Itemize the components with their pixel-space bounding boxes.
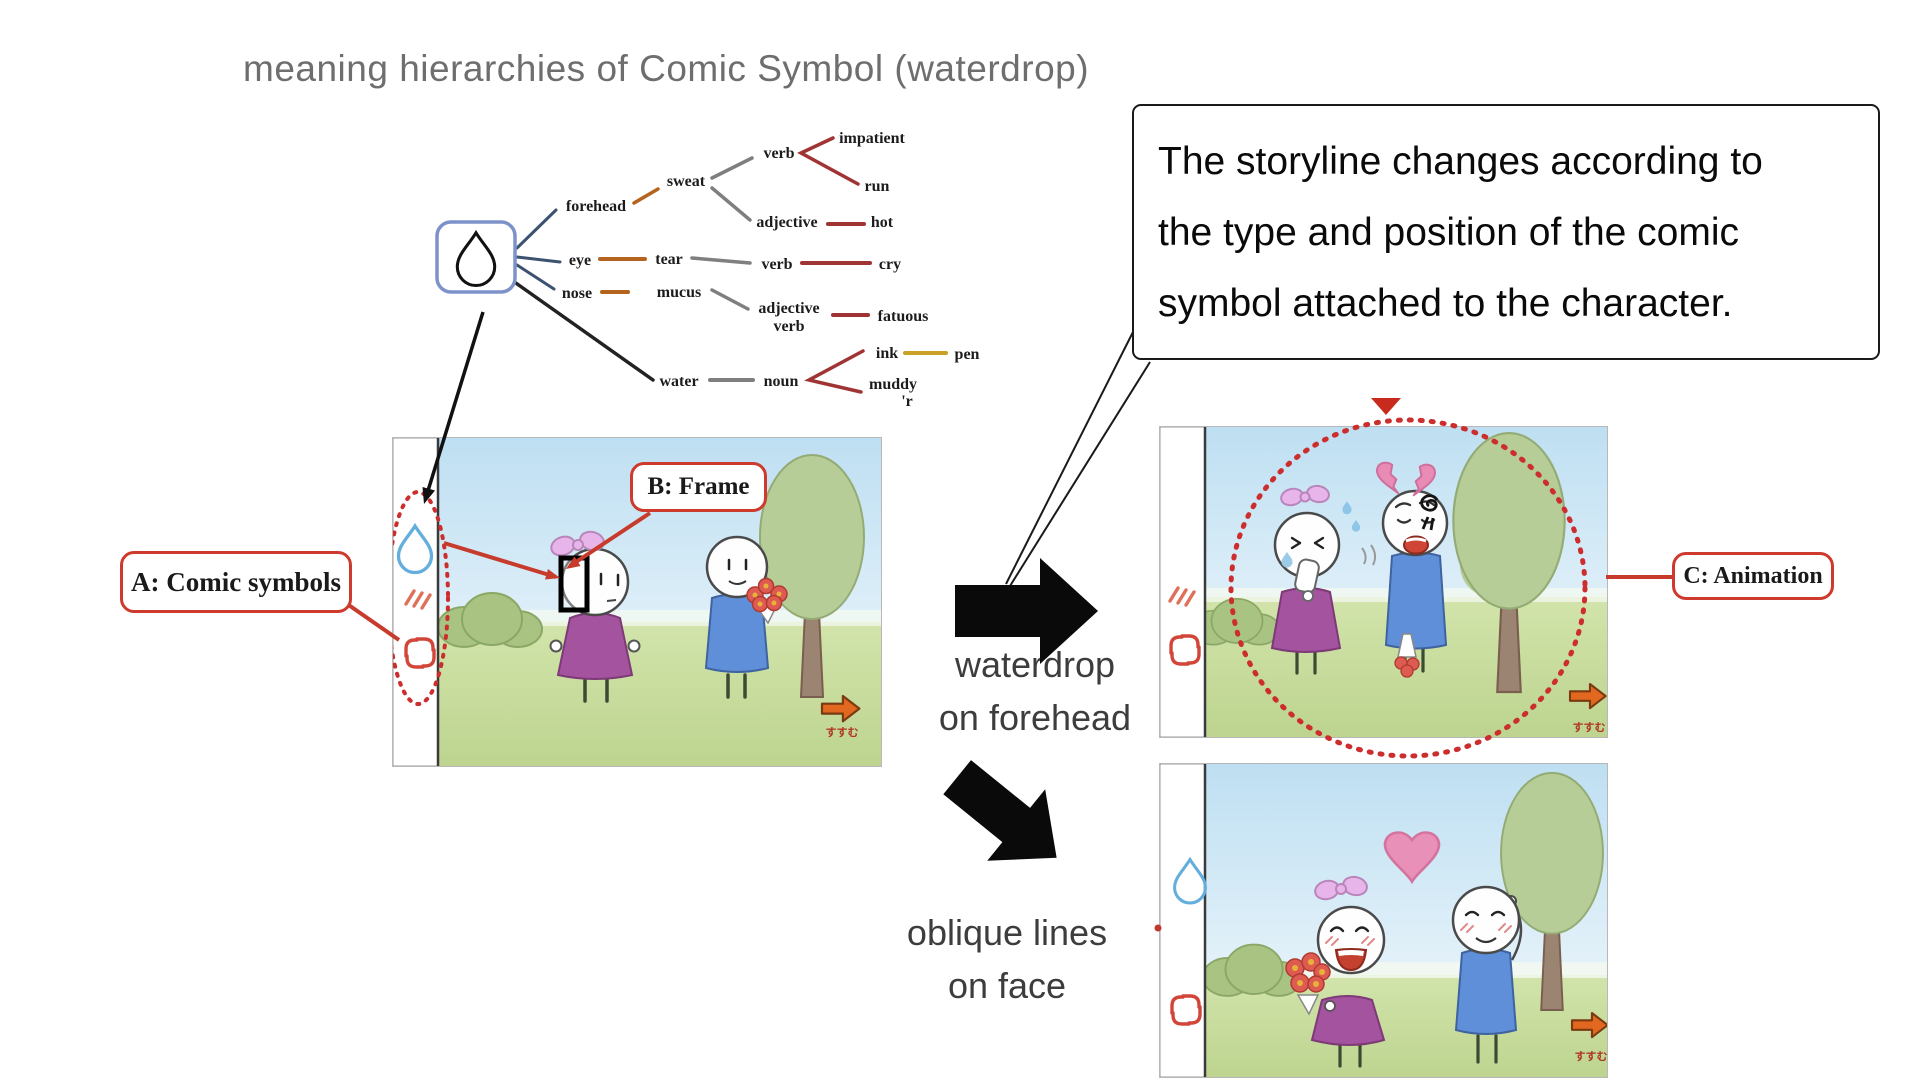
- bubble-text-line: symbol attached to the character.: [1158, 282, 1733, 325]
- bubble-text-line: The storyline changes according to: [1158, 140, 1763, 183]
- flower-bouquet: [746, 577, 788, 625]
- caption-waterdrop-on-forehead: waterdrop on forehead: [880, 638, 1190, 744]
- tree-node-verb-2: verb: [761, 256, 792, 273]
- caption-line: waterdrop: [954, 644, 1116, 685]
- speech-bubble: The storyline changes according to the t…: [1132, 104, 1880, 360]
- label-frame: B: Frame: [630, 462, 767, 512]
- forehead-frame-box: [558, 555, 590, 613]
- tree-node-muddy-cut: 'r: [901, 393, 913, 410]
- next-button[interactable]: すすむ: [820, 694, 861, 739]
- tree-node-impatient: impatient: [839, 130, 905, 147]
- tree-node-sweat: sweat: [667, 173, 706, 190]
- next-button-label: すすむ: [826, 726, 859, 739]
- tree-node-ink: ink: [876, 345, 898, 362]
- tree-root-node: [435, 220, 517, 294]
- blush-oblique-lines: [1460, 923, 1512, 933]
- next-button-label: すすむ: [1573, 721, 1606, 734]
- tree-node-verb-1: verb: [763, 145, 794, 162]
- boy-character-happy: [1451, 885, 1523, 1064]
- tree-node-adjective-1: adjective: [756, 214, 817, 231]
- caption-line: oblique lines: [906, 912, 1108, 953]
- page-title: meaning hierarchies of Comic Symbol (wat…: [243, 48, 1090, 89]
- tree-node-forehead: forehead: [566, 198, 626, 215]
- flower-bouquet: [1285, 952, 1336, 1016]
- scene-d-happy: すすむ: [1159, 763, 1608, 1078]
- comic-symbols-dotted-ellipse: [392, 490, 450, 706]
- tree-node-hot: hot: [871, 214, 894, 231]
- label-animation: C: Animation: [1672, 552, 1834, 600]
- tree-node-run: run: [865, 178, 890, 195]
- girl-character-laughing: [1285, 875, 1386, 1068]
- symbol-strip: [1159, 763, 1207, 1078]
- tree-node-water: water: [659, 373, 698, 390]
- scene-c-crying: すすむ: [1159, 426, 1608, 738]
- bubble-text-line: the type and position of the comic: [1158, 211, 1740, 254]
- tree-node-nose: nose: [562, 285, 592, 302]
- tree-branches: [511, 136, 948, 394]
- tree-node-labels: forehead sweat verb impatient run adject…: [562, 130, 980, 410]
- big-diagonal-arrow: [943, 760, 1057, 861]
- tree-node-cry: cry: [879, 256, 901, 273]
- tree-node-mucus: mucus: [657, 284, 701, 301]
- bubble-tail: [1005, 329, 1151, 587]
- meaning-hierarchy-tree: forehead sweat verb impatient run adject…: [435, 130, 980, 410]
- blush-oblique-lines: [1325, 936, 1375, 946]
- red-pointer-triangle: [1371, 398, 1401, 415]
- tree-node-pen: pen: [955, 346, 980, 363]
- tree-node-fatuous: fatuous: [878, 308, 929, 325]
- hair-bow: [1314, 875, 1368, 901]
- next-button[interactable]: すすむ: [1570, 1011, 1608, 1063]
- happy-closed-eyes: [1464, 910, 1506, 917]
- tree-node-adjective-2: adjective: [758, 300, 819, 317]
- caption-oblique-lines-on-face: oblique lines on face: [852, 906, 1162, 1012]
- tree-node-muddy: muddy: [869, 376, 917, 393]
- tree-node-noun: noun: [764, 373, 799, 390]
- boy-character: [704, 535, 788, 699]
- caption-line: on face: [947, 965, 1067, 1006]
- oblique-lines-icon: [404, 589, 432, 610]
- happy-closed-eyes: [1329, 926, 1370, 933]
- next-button-label: すすむ: [1575, 1050, 1608, 1063]
- scene-a-original: すすむ: [392, 437, 882, 767]
- tree-node-verb-3: verb: [773, 318, 804, 335]
- symbol-strip: [1159, 426, 1207, 738]
- label-comic-symbols: A: Comic symbols: [120, 551, 352, 613]
- caption-line: on forehead: [938, 697, 1132, 738]
- tree-node-eye: eye: [569, 252, 591, 269]
- oblique-lines-icon: [1168, 586, 1196, 607]
- smile: [1475, 937, 1497, 944]
- tree-node-tear: tear: [655, 251, 683, 268]
